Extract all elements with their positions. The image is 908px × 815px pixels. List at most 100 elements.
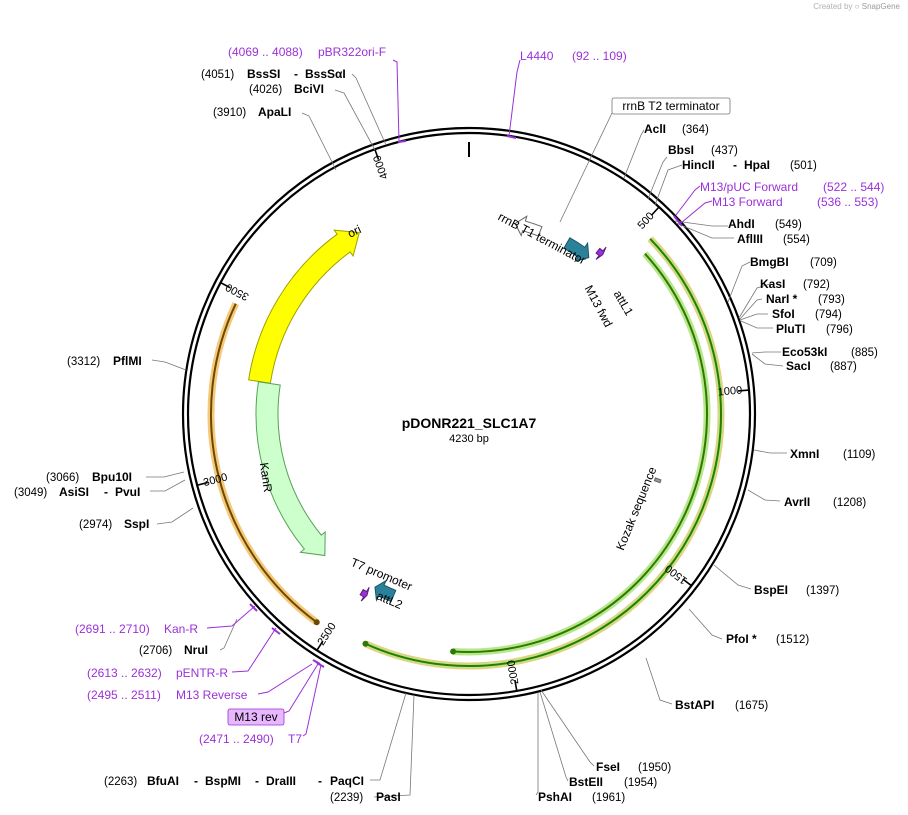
- site-sspi[interactable]: (2974) SspI: [79, 517, 149, 531]
- svg-text:(92 .. 109): (92 .. 109): [572, 49, 627, 63]
- primer-t7[interactable]: (2471 .. 2490) T7: [199, 732, 302, 746]
- site-avrii[interactable]: AvrII (1208): [784, 495, 866, 509]
- tick-label-4000: 4000: [371, 154, 391, 181]
- site-afliii[interactable]: AflIII (554): [737, 232, 810, 246]
- primer-pentr-r[interactable]: (2613 .. 2632) pENTR-R: [87, 666, 228, 680]
- feature-m13-fwd-feature[interactable]: [595, 246, 607, 260]
- site-hincii[interactable]: HincII - HpaI (501): [682, 158, 817, 172]
- feature-kozak[interactable]: [653, 477, 662, 484]
- tick-mark-2500: [316, 640, 324, 651]
- svg-text:(1397): (1397): [806, 585, 839, 597]
- feature-rrnb-t1[interactable]: [514, 215, 543, 237]
- primer-kan-r[interactable]: (2691 .. 2710) Kan-R: [75, 622, 198, 636]
- orf-green-2: [453, 253, 708, 653]
- svg-text:Kan-R: Kan-R: [164, 622, 198, 636]
- site-fsei[interactable]: FseI (1950): [596, 760, 671, 774]
- svg-text:(2263): (2263): [104, 776, 137, 788]
- svg-text:NarI *: NarI *: [766, 292, 798, 306]
- svg-text:(1954): (1954): [624, 777, 657, 789]
- feature-t7-feature[interactable]: [359, 587, 370, 602]
- site-sfoi[interactable]: SfoI (794): [772, 307, 842, 321]
- svg-text:(501): (501): [790, 160, 817, 172]
- svg-text:PshAI: PshAI: [538, 790, 572, 804]
- site-bbsi[interactable]: BbsI (437): [668, 143, 738, 157]
- svg-text:-: -: [255, 774, 259, 788]
- site-bsteii[interactable]: BstEII (1954): [569, 775, 657, 789]
- feature-ori[interactable]: [248, 229, 360, 384]
- rrnb-t2-box: [611, 97, 731, 115]
- orf-green-2-inner-halo: [452, 252, 710, 655]
- site-kasi[interactable]: KasI (792): [760, 277, 830, 291]
- svg-text:PasI: PasI: [376, 790, 401, 804]
- site-saci[interactable]: SacI (887): [786, 359, 857, 373]
- svg-text:(2471 .. 2490): (2471 .. 2490): [199, 732, 274, 746]
- feature-label-kanr: KanR: [257, 462, 275, 494]
- feature-label-m13-fwd: M13 fwd: [582, 283, 616, 330]
- feature-kanr[interactable]: [255, 381, 326, 557]
- svg-text:(2706): (2706): [139, 645, 172, 657]
- tick-mark-1500: [682, 578, 692, 587]
- site-nrui[interactable]: (2706) NruI: [139, 643, 208, 657]
- orf-green-1: [365, 238, 722, 667]
- site-bspei[interactable]: BspEI (1397): [754, 583, 839, 597]
- site-pflmi[interactable]: (3312) PflMI: [67, 354, 142, 368]
- svg-text:PluTI: PluTI: [776, 322, 805, 336]
- site-asisi[interactable]: (3049) AsiSI - PvuI: [14, 485, 140, 499]
- primer-m13-puc-forward[interactable]: M13/pUC Forward (522 .. 544): [700, 180, 884, 194]
- primer-pbr322ori-f[interactable]: (4069 .. 4088) pBR322ori-F: [228, 45, 386, 59]
- site-xmni[interactable]: XmnI (1109): [790, 447, 876, 461]
- feature-label-rrnb-t1: rrnB T1 terminator: [496, 209, 588, 267]
- primer-l4440[interactable]: L4440 (92 .. 109): [520, 49, 627, 63]
- svg-text:(4069 .. 4088): (4069 .. 4088): [228, 45, 303, 59]
- site-bfuai[interactable]: (2263) BfuAI - BspMI - DraIII - PaqCI: [104, 774, 364, 788]
- site-eco53ki[interactable]: Eco53kI (885): [782, 345, 878, 359]
- primer-labels: (4069 .. 4088) pBR322ori-F L4440 (92 .. …: [75, 45, 884, 746]
- site-ahdi[interactable]: AhdI (549): [728, 217, 802, 231]
- svg-text:(1675): (1675): [735, 700, 768, 712]
- svg-text:KasI: KasI: [760, 277, 785, 291]
- svg-text:(1950): (1950): [638, 762, 671, 774]
- svg-text:AclI: AclI: [644, 122, 666, 136]
- primer-leaders: [206, 59, 713, 737]
- svg-text:BciVI: BciVI: [294, 82, 324, 96]
- site-bmgbi[interactable]: BmgBI (709): [750, 255, 837, 269]
- tick-mark-1000: [737, 389, 750, 392]
- site-bcivi[interactable]: (4026) BciVI: [249, 82, 324, 96]
- feature-label-attl2: attL2: [375, 589, 405, 612]
- primer-m13-reverse[interactable]: (2495 .. 2511) M13 Reverse: [87, 688, 248, 702]
- svg-text:(794): (794): [815, 309, 842, 321]
- svg-text:SacI: SacI: [786, 359, 811, 373]
- svg-text:(2974): (2974): [79, 519, 112, 531]
- svg-text:BstAPI: BstAPI: [675, 698, 714, 712]
- site-pshai[interactable]: PshAI (1961): [538, 790, 625, 804]
- svg-text:Bpu10I: Bpu10I: [92, 470, 132, 484]
- svg-text:(522 .. 544): (522 .. 544): [823, 180, 884, 194]
- site-pluti[interactable]: PluTI (796): [776, 322, 853, 336]
- site-pasi[interactable]: (2239) PasI: [330, 790, 401, 804]
- feature-attl2[interactable]: [374, 579, 397, 603]
- svg-text:PfoI *: PfoI *: [726, 632, 757, 646]
- svg-text:HpaI: HpaI: [744, 158, 770, 172]
- svg-text:AhdI: AhdI: [728, 217, 755, 231]
- orf-green-2-halo: [452, 251, 711, 656]
- tick-mark-2000: [514, 679, 518, 692]
- site-pfoi[interactable]: PfoI * (1512): [726, 632, 809, 646]
- svg-text:(554): (554): [783, 234, 810, 246]
- feature-attl1[interactable]: [563, 237, 590, 263]
- site-apali[interactable]: (3910) ApaLI: [213, 105, 291, 119]
- site-bpu10i[interactable]: (3066) Bpu10I: [46, 470, 132, 484]
- svg-text:M13 Reverse: M13 Reverse: [176, 688, 248, 702]
- snapgene-credit: Created by ○ SnapGene: [813, 2, 900, 11]
- site-leaders: [146, 73, 787, 798]
- primer-m13-forward[interactable]: M13 Forward (536 .. 553): [712, 195, 878, 209]
- primer-m13-rev[interactable]: M13 rev: [227, 708, 285, 726]
- site-bstapi[interactable]: BstAPI (1675): [675, 698, 768, 712]
- svg-text:(709): (709): [810, 257, 837, 269]
- svg-text:(2613 .. 2632): (2613 .. 2632): [87, 666, 162, 680]
- site-acii[interactable]: AclI (364): [644, 122, 709, 136]
- svg-text:BstEII: BstEII: [569, 775, 603, 789]
- svg-text:(2691 .. 2710): (2691 .. 2710): [75, 622, 150, 636]
- svg-text:BfuAI: BfuAI: [147, 774, 179, 788]
- site-nari[interactable]: NarI * (793): [766, 292, 845, 306]
- site-bsssi[interactable]: (4051) BssSI - BssSαI: [201, 67, 346, 81]
